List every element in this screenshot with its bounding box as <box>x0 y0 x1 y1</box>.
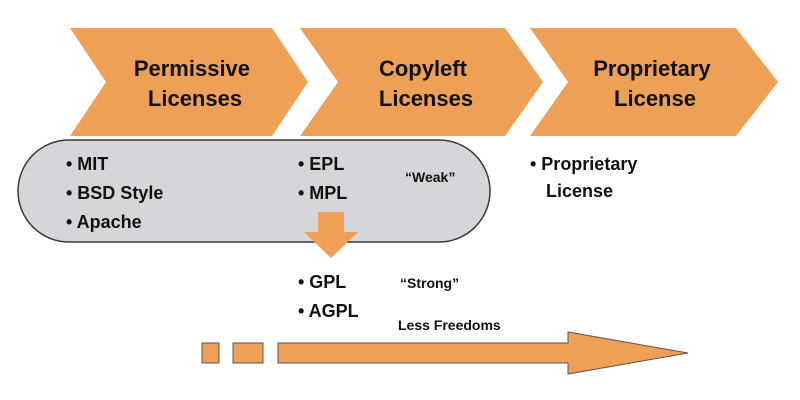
down-arrow <box>304 212 358 258</box>
freedom-arrow-segment-1 <box>201 342 220 364</box>
chevron-permissive <box>70 28 308 136</box>
permissive-item-apache: • Apache <box>66 212 142 232</box>
freedom-arrow-label: Less Freedoms <box>398 317 501 333</box>
weak-item-epl: • EPL <box>298 154 344 174</box>
stage-copyleft-title: Copyleft Licenses <box>379 56 473 111</box>
permissive-item-mit: • MIT <box>66 154 108 174</box>
weak-note: “Weak” <box>405 169 455 185</box>
chevron-copyleft <box>300 28 543 136</box>
permissive-weak-group <box>17 139 491 243</box>
strong-item-gpl: • GPL <box>298 272 346 292</box>
strong-note: “Strong” <box>400 275 459 291</box>
proprietary-item-cont: License <box>546 181 613 201</box>
stage-proprietary-title: Proprietary License <box>593 56 717 111</box>
chevron-proprietary <box>530 28 778 136</box>
proprietary-item: • Proprietary <box>530 154 637 174</box>
freedom-arrow-segment-2 <box>232 342 264 364</box>
freedom-arrow-head <box>277 331 689 375</box>
weak-item-mpl: • MPL <box>298 183 347 203</box>
stage-permissive-title: Permissive Licenses <box>134 56 256 111</box>
strong-item-agpl: • AGPL <box>298 301 359 321</box>
permissive-item-bsd: • BSD Style <box>66 183 163 203</box>
